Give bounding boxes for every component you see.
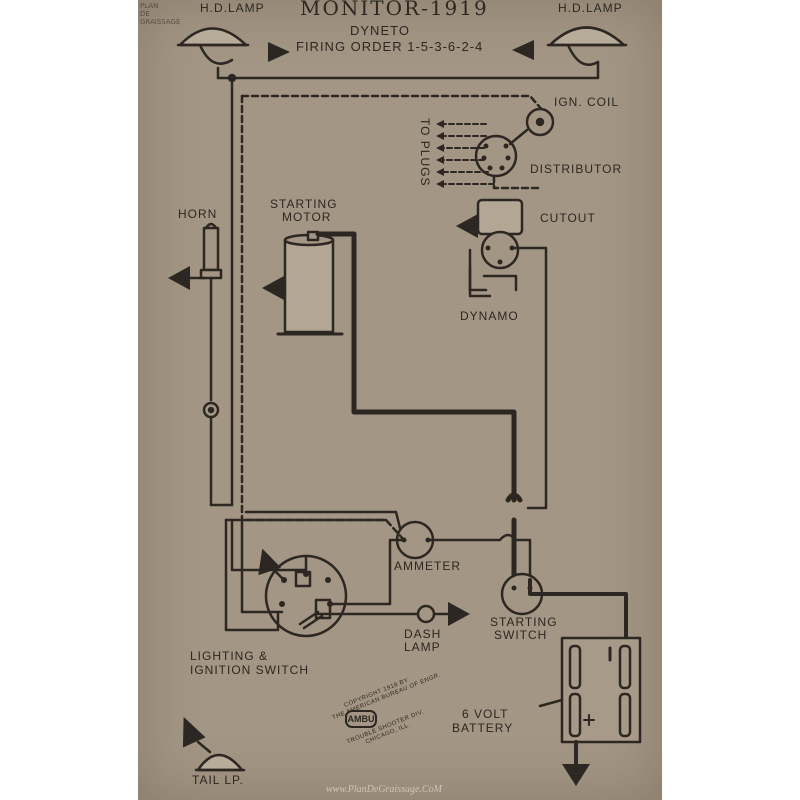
battery-label-1: 6 VOLT (462, 707, 509, 721)
dash-lamp-label-1: DASH (404, 627, 442, 641)
horn (199, 222, 223, 280)
lighting-switch-label-1: LIGHTING & (190, 649, 269, 663)
ground-arrow-switch (258, 548, 282, 576)
to-plugs-label: TO PLUGS (418, 118, 432, 187)
ground-arrow-right-lamp (512, 40, 534, 60)
head-lamp-right-label: H.D.LAMP (558, 1, 623, 15)
diagram-subtitle: DYNETO (350, 23, 410, 38)
dynamo (468, 230, 548, 510)
starting-motor (276, 230, 344, 336)
watermark: www.PlanDeGraissage.CoM (326, 784, 442, 795)
lighting-switch-label-2: IGNITION SWITCH (190, 663, 309, 677)
firing-order: FIRING ORDER 1-5-3-6-2-4 (296, 39, 484, 54)
dash-lamp (416, 602, 470, 626)
cutout (456, 198, 524, 238)
dynamo-label: DYNAMO (460, 309, 519, 323)
lighting-ignition-switch (264, 554, 348, 638)
site-logo: PLAN DE GRAISSAGE (140, 2, 181, 26)
tail-lamp (194, 753, 246, 772)
battery-ground-arrow (562, 764, 590, 786)
ammeter-label: AMMETER (394, 559, 461, 573)
starting-motor-label-2: MOTOR (282, 210, 332, 224)
starting-switch-label-1: STARTING (490, 615, 558, 629)
ground-arrow-motor (262, 276, 284, 300)
starting-switch-label-2: SWITCH (494, 628, 548, 642)
starting-motor-label-1: STARTING (270, 197, 338, 211)
ambu-seal: AMBU (345, 710, 377, 728)
head-lamp-right (546, 26, 628, 66)
horn-label: HORN (178, 207, 218, 221)
battery-label-2: BATTERY (452, 721, 514, 735)
head-lamp-left (176, 27, 250, 65)
ground-arrow-tail (182, 716, 206, 748)
cutout-label: CUTOUT (540, 211, 596, 225)
starter-cable (315, 231, 517, 503)
diagram-title: MONITOR-1919 (300, 0, 489, 20)
distributor-label: DISTRIBUTOR (530, 162, 623, 176)
dash-lamp-label-2: LAMP (404, 640, 441, 654)
ignition-dashed-wire (240, 94, 546, 114)
tail-lamp-label: TAIL LP. (192, 773, 244, 787)
head-lamp-left-label: H.D.LAMP (200, 1, 265, 15)
ground-arrow-left-lamp (268, 42, 290, 62)
ground-arrow-horn (168, 266, 190, 290)
ign-coil-label: IGN. COIL (554, 95, 620, 109)
distributor (474, 134, 518, 178)
headlamp-wire (216, 60, 600, 80)
battery (560, 636, 642, 744)
